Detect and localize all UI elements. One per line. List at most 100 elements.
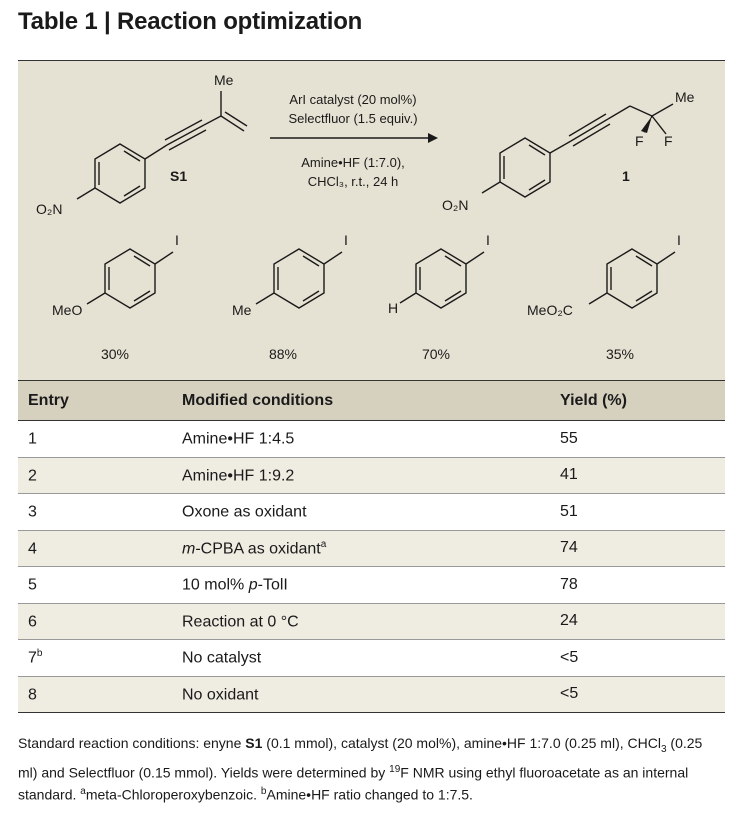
header-entry: Entry [18, 380, 172, 421]
nitro-label-product: O₂N [442, 197, 468, 213]
footnote-text-1: Standard reaction conditions: enyne [18, 735, 246, 751]
catalyst-4-substituent: MeO₂C [527, 302, 573, 318]
fluorine-1: F [635, 133, 644, 149]
catalyst-1-yield: 30% [100, 346, 130, 362]
entry-cell: 2 [18, 457, 172, 494]
footnote-sup-a: a [80, 786, 86, 798]
conditions-above: ArI catalyst (20 mol%) Selectfluor (1.5 … [253, 90, 453, 128]
condition-line-4: CHCl₃, r.t., 24 h [307, 174, 399, 189]
cond-text: Amine•HF 1:4.5 [182, 430, 295, 448]
footnote-text-6: Amine•HF ratio changed to 1:7.5. [266, 787, 473, 804]
cond-italic: p [248, 576, 258, 594]
yield-cell: 24 [550, 603, 725, 640]
yield-cell: 51 [550, 493, 725, 531]
catalyst-1-substituent: MeO [52, 302, 82, 318]
condition-line-3: Amine•HF (1:7.0), [301, 155, 405, 170]
cond-text: Amine•HF 1:9.2 [182, 466, 295, 484]
condition-line-1: ArI catalyst (20 mol%) [289, 92, 417, 107]
entry-cell: 7b [18, 639, 172, 677]
catalyst-1-structure [86, 248, 174, 309]
catalyst-3-yield: 70% [421, 346, 451, 362]
fluorine-2: F [664, 133, 673, 149]
conditions-below: Amine•HF (1:7.0), CHCl₃, r.t., 24 h [253, 153, 453, 191]
conditions-cell: Oxone as oxidant [172, 493, 550, 531]
entry-cell: 4 [18, 530, 172, 567]
header-conditions: Modified conditions [172, 380, 550, 421]
cond-text-post: -CPBA as oxidant [195, 539, 321, 557]
cond-text-post: -TolI [257, 576, 288, 594]
yield-cell: <5 [550, 639, 725, 677]
yield-cell: <5 [550, 676, 725, 713]
conditions-cell: Amine•HF 1:4.5 [172, 420, 550, 458]
catalyst-2-yield: 88% [268, 346, 298, 362]
conditions-cell: Reaction at 0 °C [172, 603, 550, 640]
entry-number: 4 [28, 539, 37, 557]
entry-cell: 8 [18, 676, 172, 713]
footnote-sub-3: 3 [660, 743, 667, 755]
yield-cell: 74 [550, 530, 725, 567]
footnote-text-2: (0.1 mmol), catalyst (20 mol%), amine•HF… [262, 735, 661, 751]
scheme-drawing: Me O₂N S1 Me F F O₂N 1 [36, 72, 695, 318]
catalyst-2-structure [255, 248, 343, 309]
table-row: 8 No oxidant<5 [18, 676, 725, 713]
catalyst-3-substituent: H [388, 300, 398, 316]
product-structure [481, 103, 674, 198]
conditions-cell: No catalyst [172, 639, 550, 677]
catalyst-3-iodo: I [486, 232, 490, 248]
entry-number: 5 [28, 576, 37, 594]
condition-line-2: Selectfluor (1.5 equiv.) [288, 111, 418, 126]
catalyst-2-iodo: I [344, 232, 348, 248]
footnote-sup-19: 19 [389, 763, 401, 775]
entry-cell: 3 [18, 493, 172, 531]
catalyst-4-structure [588, 248, 676, 309]
footnote-text-4: F NMR using ethyl fluoroacetate as an in… [18, 764, 689, 804]
entry-sup: b [36, 648, 43, 660]
nitro-label-substrate: O₂N [36, 201, 62, 217]
conditions-cell: Amine•HF 1:9.2 [172, 457, 550, 494]
me-label: Me [214, 72, 234, 88]
cond-sup: a [320, 538, 327, 550]
entry-number: 1 [28, 430, 37, 448]
table-row: 7b No catalyst <5 [18, 639, 725, 677]
product-label: 1 [622, 168, 630, 184]
entry-cell: 5 [18, 566, 172, 604]
entry-number: 6 [28, 612, 37, 630]
reaction-scheme: Me O₂N S1 Me F F O₂N 1 [18, 60, 725, 380]
cond-text: 10 mol% [182, 576, 249, 594]
product-me-label: Me [675, 89, 695, 105]
table-row: 2 Amine•HF 1:9.2 41 [18, 457, 725, 494]
yield-cell: 41 [550, 457, 725, 494]
yield-cell: 55 [550, 420, 725, 458]
cond-text: Oxone as oxidant [182, 503, 307, 521]
substrate-structure [76, 91, 248, 204]
catalyst-3-structure [399, 248, 485, 309]
entry-number: 8 [28, 685, 37, 703]
conditions-cell: 10 mol% p-TolI [172, 566, 550, 604]
catalyst-4-iodo: I [677, 232, 681, 248]
header-yield: Yield (%) [550, 380, 725, 421]
table-title: Table 1 | Reaction optimization [18, 8, 363, 35]
substrate-label: S1 [170, 168, 187, 184]
entry-number: 3 [28, 503, 37, 521]
entry-cell: 1 [18, 420, 172, 458]
conditions-cell: No oxidant [172, 676, 550, 713]
cond-text: No catalyst [182, 649, 262, 667]
conditions-cell: m-CPBA as oxidanta [172, 530, 550, 567]
catalyst-4-yield: 35% [605, 346, 635, 362]
reaction-arrow [270, 133, 438, 143]
footnote-s1: S1 [245, 735, 263, 751]
catalyst-2-substituent: Me [232, 302, 252, 318]
footnote-text-3: (0.25 ml) and Selectfluor (0.15 mmol). Y… [18, 735, 703, 781]
cond-italic: m [182, 539, 196, 557]
entry-number: 7 [28, 649, 37, 667]
table-footnote: Standard reaction conditions: enyne S1 (… [18, 733, 725, 805]
yield-cell: 78 [550, 566, 725, 604]
footnote-text-5: meta-Chloroperoxybenzoic. [85, 787, 261, 804]
table-header-row: Entry Modified conditions Yield (%) [18, 380, 725, 421]
footnote-sup-b: b [260, 786, 267, 798]
entry-cell: 6 [18, 603, 172, 640]
entry-number: 2 [28, 466, 37, 484]
